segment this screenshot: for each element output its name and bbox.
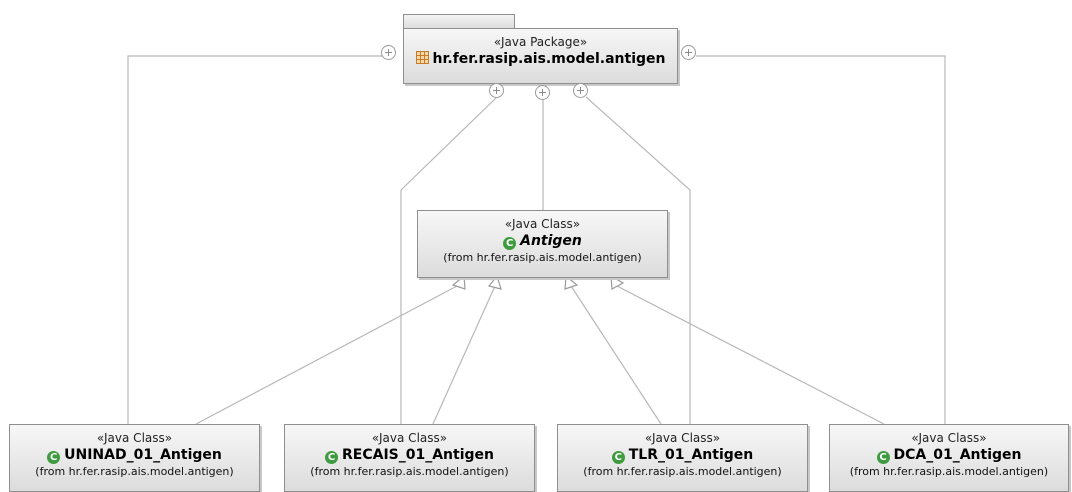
class-from-package: (from hr.fer.rasip.ais.model.antigen) [849,465,1049,478]
generalization-line-dca [616,285,885,425]
class-icon: C [503,237,517,250]
generalization-line-tlr [570,285,662,425]
class-from-package: (from hr.fer.rasip.ais.model.antigen) [443,251,642,264]
package-node[interactable]: «Java Package» hr.fer.rasip.ais.model.an… [403,28,678,84]
generalization-line-uninad [195,285,458,425]
package-tab [403,14,515,28]
generalization-arrowhead [487,274,502,290]
package-name: hr.fer.rasip.ais.model.antigen [432,51,666,67]
class-name: RECAIS_01_Antigen [341,447,494,463]
generalization-line-recais [432,285,496,425]
containment-line-tlr [585,96,691,424]
class-name: DCA_01_Antigen [893,447,1022,463]
generalization-arrowhead [451,274,466,290]
containment-line-dca [696,55,946,424]
package-icon [415,51,429,64]
class-from-package: (from hr.fer.rasip.ais.model.antigen) [310,465,509,478]
expand-plus-icon[interactable] [489,83,504,98]
class-from-package: (from hr.fer.rasip.ais.model.antigen) [35,465,234,478]
class-icon: C [47,451,61,464]
class-icon: C [324,451,338,464]
class-stereotype: «Java Class» [371,431,448,445]
expand-plus-icon[interactable] [381,45,396,60]
class-from-package: (from hr.fer.rasip.ais.model.antigen) [583,465,782,478]
class-stereotype: «Java Class» [644,431,721,445]
expand-plus-icon[interactable] [681,45,696,60]
generalization-arrowhead [564,274,579,290]
class-name: UNINAD_01_Antigen [64,447,222,463]
generalization-arrowhead [610,274,625,290]
class-stereotype: «Java Class» [504,217,581,231]
class-stereotype: «Java Class» [911,431,987,445]
class-name: TLR_01_Antigen [628,447,754,463]
class-stereotype: «Java Class» [96,431,173,445]
class-icon: C [876,451,890,464]
class-name: Antigen [520,233,582,249]
expand-plus-icon[interactable] [535,85,550,100]
package-stereotype: «Java Package» [493,35,588,49]
expand-plus-icon[interactable] [573,83,588,98]
containment-line-uninad [127,55,382,424]
class-icon: C [611,451,625,464]
containment-line-recais [400,96,498,424]
